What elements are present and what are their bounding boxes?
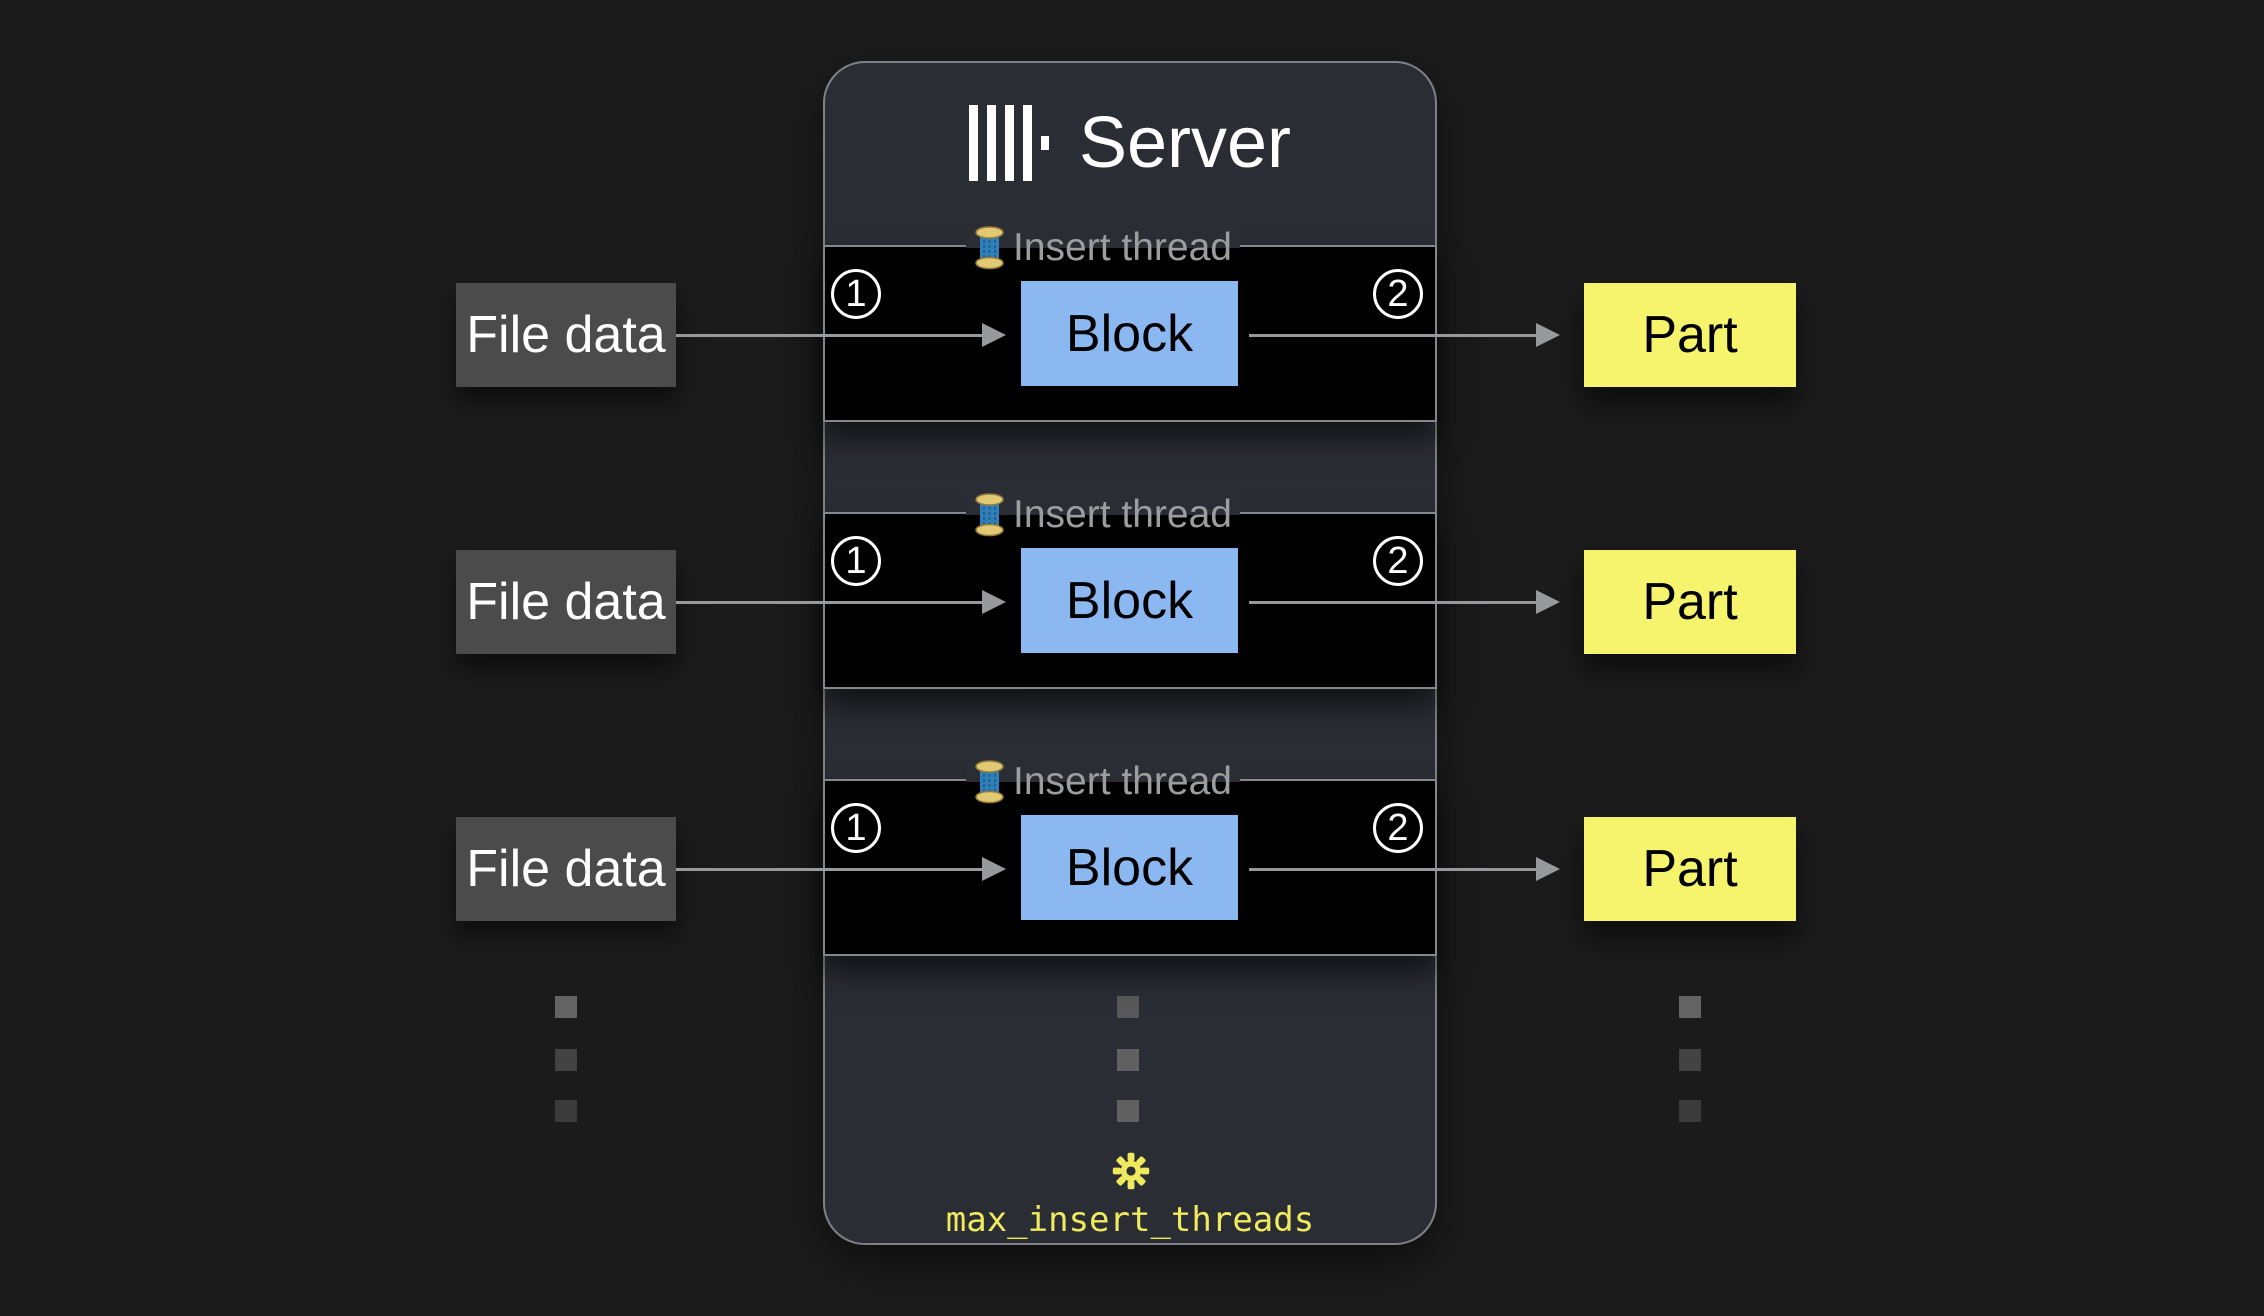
part-box: Part [1584, 550, 1796, 654]
block-box: Block [1021, 815, 1238, 920]
clickhouse-logo-icon [968, 105, 1049, 181]
ellipsis-dot [1679, 996, 1701, 1018]
file-data-box: File data [456, 283, 676, 387]
step-2-badge: 2 [1373, 269, 1423, 319]
insert-thread-label: Insert thread [1013, 493, 1232, 536]
step-2-badge: 2 [1373, 803, 1423, 853]
logo-bar [968, 105, 978, 181]
insert-thread-row: Insert thread 1 Block 2 [823, 220, 1437, 422]
step-1-badge: 1 [831, 803, 881, 853]
max-insert-threads-label: max_insert_threads [945, 1200, 1315, 1240]
server-title: Server [1078, 103, 1292, 183]
thread-spool-icon [975, 493, 1004, 537]
ellipsis-dot [1117, 1049, 1139, 1071]
insert-thread-legend: Insert thread [966, 220, 1240, 276]
insert-thread-legend: Insert thread [966, 754, 1240, 810]
file-data-box: File data [456, 550, 676, 654]
ellipsis-dot [1117, 996, 1139, 1018]
logo-bar [1004, 105, 1014, 181]
insert-thread-legend: Insert thread [966, 487, 1240, 543]
part-box: Part [1584, 283, 1796, 387]
server-title-bar: Server [823, 103, 1437, 183]
file-data-box: File data [456, 817, 676, 921]
block-box: Block [1021, 281, 1238, 386]
step-1-badge: 1 [831, 269, 881, 319]
ellipsis-dot [555, 1049, 577, 1071]
logo-dot [1040, 136, 1049, 150]
ellipsis-dot [555, 1100, 577, 1122]
step-1-badge: 1 [831, 536, 881, 586]
ellipsis-dot [555, 996, 577, 1018]
step-2-badge: 2 [1373, 536, 1423, 586]
logo-bar [986, 105, 996, 181]
ellipsis-dot [1679, 1049, 1701, 1071]
thread-spool-icon [975, 226, 1004, 270]
block-box: Block [1021, 548, 1238, 653]
logo-bar [1022, 105, 1032, 181]
gear-icon [1112, 1152, 1150, 1190]
ellipsis-dot [1679, 1100, 1701, 1122]
thread-spool-icon [975, 760, 1004, 804]
insert-thread-label: Insert thread [1013, 226, 1232, 269]
part-box: Part [1584, 817, 1796, 921]
ellipsis-dot [1117, 1100, 1139, 1122]
insert-thread-label: Insert thread [1013, 760, 1232, 803]
